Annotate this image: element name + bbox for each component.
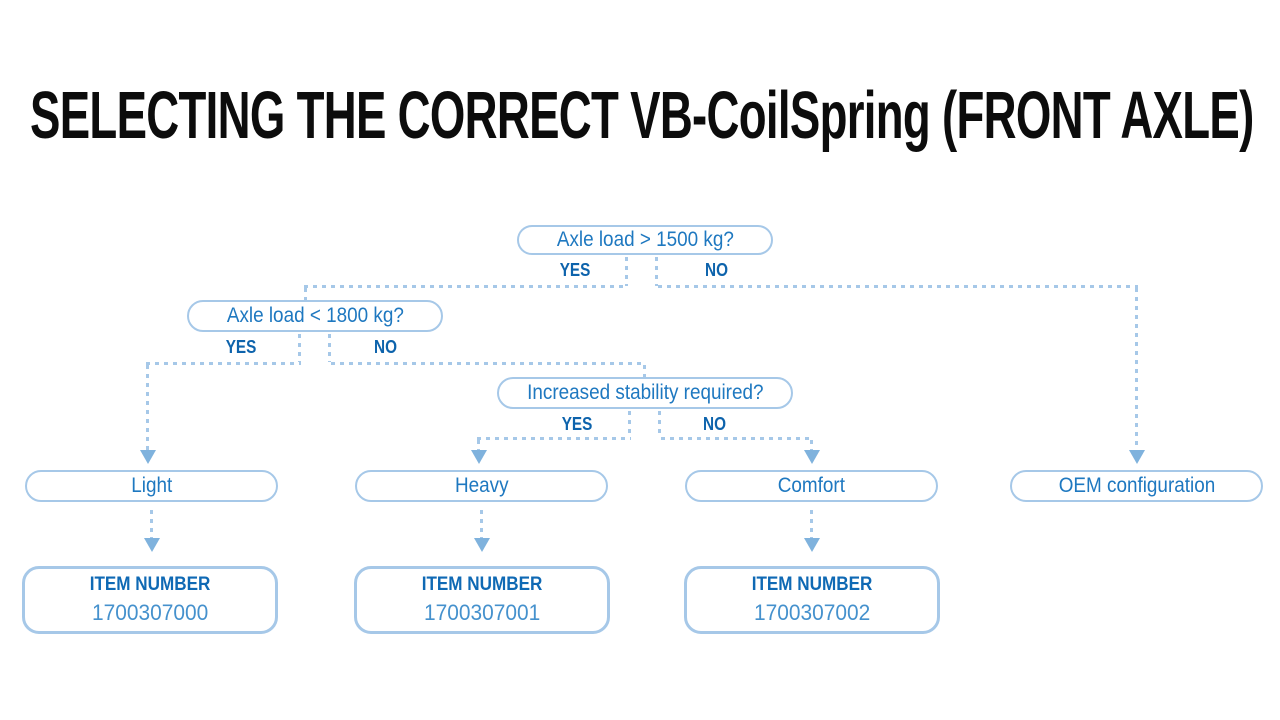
connector-q3-yes-stub <box>628 411 631 438</box>
arrowhead-light <box>140 450 156 464</box>
connector-q1-no-horizontal <box>658 285 1138 288</box>
connector-to-heavy <box>477 440 480 450</box>
decision-axle-load-1500: Axle load > 1500 kg? <box>517 225 773 255</box>
connector-q1-no-stub <box>655 257 658 286</box>
decision-question: Increased stability required? <box>526 381 764 404</box>
branch-label-yes-2: YES <box>225 337 257 357</box>
arrowhead-item-light <box>144 538 160 552</box>
connector-q2-yes-horizontal <box>146 362 301 365</box>
connector-to-oem <box>1135 288 1138 450</box>
branch-label-no-3: NO <box>702 414 726 434</box>
item-box-heavy: ITEM NUMBER 1700307001 <box>354 566 610 634</box>
item-number-value: 1700307001 <box>423 600 541 625</box>
arrowhead-comfort <box>804 450 820 464</box>
outcome-comfort: Comfort <box>685 470 938 502</box>
outcome-oem-configuration: OEM configuration <box>1010 470 1263 502</box>
decision-question: Axle load > 1500 kg? <box>556 228 734 251</box>
decision-increased-stability: Increased stability required? <box>497 377 793 409</box>
item-number-value: 1700307000 <box>91 600 209 625</box>
connector-q2-no-horizontal <box>331 362 645 365</box>
connector-q3-no-horizontal <box>661 437 813 440</box>
arrowhead-oem <box>1129 450 1145 464</box>
connector-light-to-item <box>150 510 153 538</box>
connector-q1-yes-horizontal <box>304 285 626 288</box>
connector-q3-no-stub <box>658 411 661 438</box>
branch-label-no-1: NO <box>704 260 728 280</box>
branch-label-yes-3: YES <box>561 414 593 434</box>
branch-label-yes-1: YES <box>559 260 591 280</box>
arrowhead-item-heavy <box>474 538 490 552</box>
decision-axle-load-1800: Axle load < 1800 kg? <box>187 300 443 332</box>
connector-into-q3 <box>643 365 646 377</box>
item-number-label: ITEM NUMBER <box>751 574 873 595</box>
item-box-light: ITEM NUMBER 1700307000 <box>22 566 278 634</box>
arrowhead-item-comfort <box>804 538 820 552</box>
branch-label-no-2: NO <box>373 337 397 357</box>
outcome-light: Light <box>25 470 278 502</box>
connector-q2-no-stub <box>328 334 331 362</box>
outcome-heavy: Heavy <box>355 470 608 502</box>
connector-into-q2 <box>304 288 307 300</box>
arrowhead-heavy <box>471 450 487 464</box>
item-number-label: ITEM NUMBER <box>89 574 211 595</box>
connector-q1-yes-stub <box>625 257 628 286</box>
item-box-comfort: ITEM NUMBER 1700307002 <box>684 566 940 634</box>
connector-comfort-to-item <box>810 510 813 538</box>
connector-heavy-to-item <box>480 510 483 538</box>
page-title-text: SELECTING THE CORRECT VB-CoilSpring (FRO… <box>30 78 1254 153</box>
connector-to-comfort <box>810 440 813 450</box>
decision-question: Axle load < 1800 kg? <box>226 304 404 327</box>
item-number-value: 1700307002 <box>753 600 871 625</box>
connector-q2-yes-stub <box>298 334 301 362</box>
connector-to-light <box>146 365 149 450</box>
page-title: SELECTING THE CORRECT VB-CoilSpring (FRO… <box>30 82 1280 149</box>
connector-q3-yes-horizontal <box>477 437 631 440</box>
item-number-label: ITEM NUMBER <box>421 574 543 595</box>
